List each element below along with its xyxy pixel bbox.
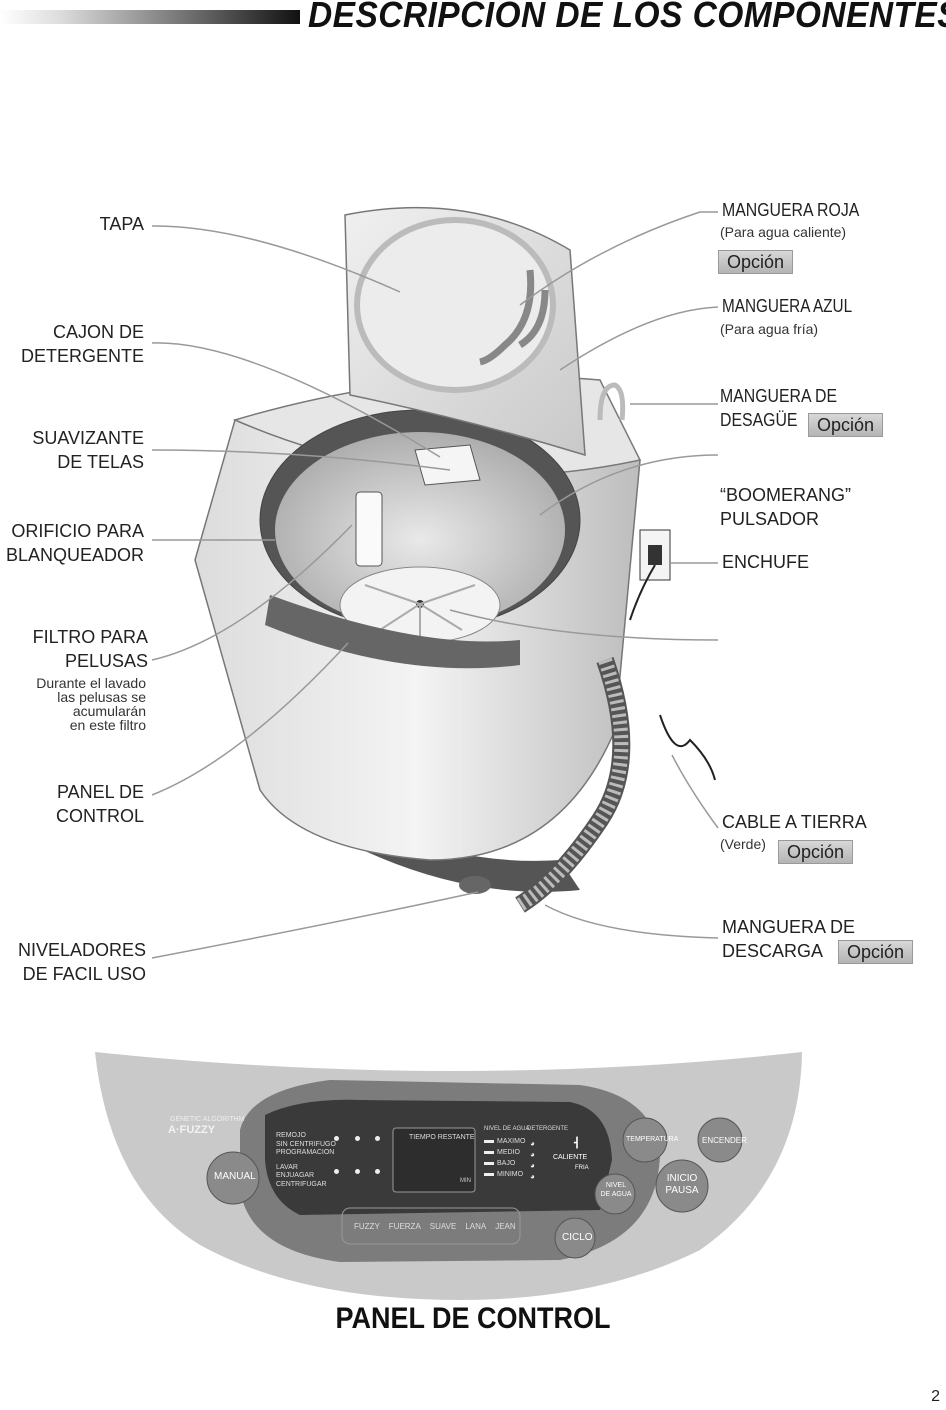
- detergent-cup-icon: ◕: [530, 1172, 535, 1181]
- label-panel-line1: PANEL DE: [56, 782, 144, 802]
- brand-logo: A·FUZZY: [168, 1124, 216, 1136]
- filtro-note-line: Durante el lavado: [36, 675, 146, 691]
- detergent-header: DETERGENTE: [527, 1126, 569, 1132]
- label-manguera-roja: MANGUERA ROJA: [722, 200, 860, 220]
- program-list: REMOJO SIN CENTRIFUGO PROGRAMACION LAVAR…: [276, 1132, 336, 1189]
- header-gradient-bar: [0, 10, 300, 24]
- label-boomerang-line1: “BOOMERANG”: [720, 485, 852, 505]
- control-panel-title: PANEL DE CONTROL: [335, 1302, 611, 1335]
- program-leds-row2: [334, 1169, 380, 1175]
- water-level-item: BAJO: [484, 1158, 525, 1169]
- label-panel-line2: CONTROL: [55, 806, 144, 826]
- label-tapa: TAPA: [99, 214, 144, 234]
- led-indicator: [375, 1169, 380, 1174]
- page-number: 2: [931, 1388, 940, 1405]
- filtro-note: Durante el lavado las pelusas se acumula…: [36, 676, 146, 732]
- label-manguera-roja-sub: (Para agua caliente): [720, 224, 847, 240]
- label-cable-tierra: CABLE A TIERRA: [722, 812, 867, 832]
- start-pause-button[interactable]: INICIO PAUSA: [660, 1173, 704, 1197]
- led-indicator: [334, 1136, 339, 1141]
- led-bar: [484, 1139, 494, 1143]
- program-item[interactable]: CENTRIFUGAR: [276, 1180, 327, 1188]
- detergent-icons: ◕ ◕ ◕ ◕: [530, 1138, 535, 1182]
- program-item[interactable]: LAVAR: [276, 1163, 298, 1171]
- program-item[interactable]: PROGRAMACION: [276, 1149, 335, 1156]
- label-manguera-azul-sub: (Para agua fría): [720, 321, 819, 337]
- led-bar: [484, 1161, 494, 1165]
- filtro-note-line: acumularán: [72, 703, 146, 719]
- option-badge-roja: Opción: [718, 250, 794, 274]
- detergent-cup-icon: ◕: [530, 1150, 535, 1159]
- water-level-button[interactable]: NIVEL DE AGUA: [600, 1181, 632, 1199]
- power-button[interactable]: ENCENDER: [702, 1136, 747, 1145]
- label-boomerang-line2: PULSADOR: [720, 509, 820, 529]
- led-indicator: [334, 1169, 339, 1174]
- water-level-label: MAXIMO: [497, 1138, 526, 1145]
- cycle-item[interactable]: FUZZY: [354, 1222, 380, 1231]
- led-bar: [484, 1150, 494, 1154]
- label-desague-line1: MANGUERA DE: [720, 386, 838, 406]
- program-leds-row1: [334, 1136, 380, 1142]
- water-level-button-line: NIVEL: [605, 1182, 627, 1189]
- led-indicator: [375, 1136, 380, 1141]
- cycle-item[interactable]: JEAN: [495, 1222, 516, 1231]
- label-desague-line2: DESAGÜE: [720, 410, 798, 430]
- label-descarga-line1: MANGUERA DE: [722, 917, 856, 937]
- cycle-item[interactable]: LANA: [465, 1222, 487, 1231]
- label-enchufe: ENCHUFE: [722, 552, 810, 572]
- led-indicator: [354, 1136, 360, 1141]
- label-niveladores-line1: NIVELADORES: [17, 940, 146, 960]
- filtro-note-line: las pelusas se: [57, 689, 146, 705]
- program-item[interactable]: REMOJO: [276, 1132, 306, 1139]
- water-level-list: MAXIMO MEDIO BAJO MINIMO: [484, 1136, 525, 1180]
- water-level-header: NIVEL DE AGUA: [484, 1126, 530, 1132]
- label-manguera-azul: MANGUERA AZUL: [722, 296, 853, 316]
- pause-label: PAUSA: [665, 1185, 699, 1196]
- faucet-icon: ┫: [574, 1138, 581, 1149]
- label-descarga-line2: DESCARGA: [722, 941, 824, 961]
- water-level-label: BAJO: [497, 1160, 516, 1167]
- label-filtro-line2: PELUSAS: [64, 651, 148, 671]
- cycle-item[interactable]: FUERZA: [388, 1222, 421, 1231]
- water-level-item: MEDIO: [484, 1147, 525, 1158]
- cycle-button[interactable]: CICLO: [562, 1232, 593, 1243]
- water-level-label: MEDIO: [497, 1149, 520, 1156]
- water-level-label: MINIMO: [497, 1171, 524, 1178]
- temp-cold-label: FRIA: [575, 1165, 589, 1171]
- time-unit-label: MIN: [460, 1178, 471, 1184]
- washer-illustration: [151, 206, 719, 959]
- brand-subtitle: GENETIC ALGORITHM: [170, 1116, 245, 1123]
- time-remaining-label: TIEMPO RESTANTE: [409, 1134, 475, 1141]
- label-suavizante-line2: DE TELAS: [57, 452, 144, 472]
- label-suavizante-line1: SUAVIZANTE: [32, 428, 144, 448]
- cycle-list: FUZZY FUERZA SUAVE LANA JEAN: [354, 1222, 516, 1231]
- label-orificio-line1: ORIFICIO PARA: [11, 521, 144, 541]
- filtro-note-line: en este filtro: [69, 717, 146, 733]
- start-label: INICIO: [666, 1173, 698, 1184]
- program-item[interactable]: SIN CENTRIFUGO: [276, 1140, 336, 1148]
- manual-button[interactable]: MANUAL: [214, 1171, 256, 1182]
- detergent-cup-icon: ◕: [530, 1139, 535, 1148]
- label-cable-tierra-sub: (Verde): [720, 836, 766, 852]
- label-cajon-line2: DETERGENTE: [20, 346, 144, 366]
- program-item[interactable]: ENJUAGAR: [276, 1172, 315, 1179]
- page-title: DESCRIPCION DE LOS COMPONENTES: [308, 0, 946, 35]
- label-cajon-line1: CAJON DE: [52, 322, 144, 342]
- water-level-item: MAXIMO: [484, 1136, 525, 1147]
- led-indicator: [354, 1169, 360, 1174]
- label-orificio-line2: BLANQUEADOR: [5, 545, 144, 565]
- temperature-button[interactable]: TEMPERATURA: [626, 1136, 679, 1143]
- option-badge-desague: Opción: [808, 413, 884, 437]
- temp-hot-label: CALIENTE: [553, 1154, 588, 1161]
- cycle-item[interactable]: SUAVE: [429, 1222, 457, 1231]
- water-level-item: MINIMO: [484, 1169, 525, 1180]
- led-bar: [484, 1172, 494, 1176]
- label-niveladores-line2: DE FACIL USO: [22, 964, 146, 984]
- option-badge-descarga: Opción: [838, 940, 914, 964]
- label-filtro-line1: FILTRO PARA: [32, 627, 148, 647]
- detergent-cup-icon: ◕: [530, 1161, 535, 1170]
- water-level-button-line: DE AGUA: [600, 1191, 632, 1198]
- option-badge-cable: Opción: [778, 840, 854, 864]
